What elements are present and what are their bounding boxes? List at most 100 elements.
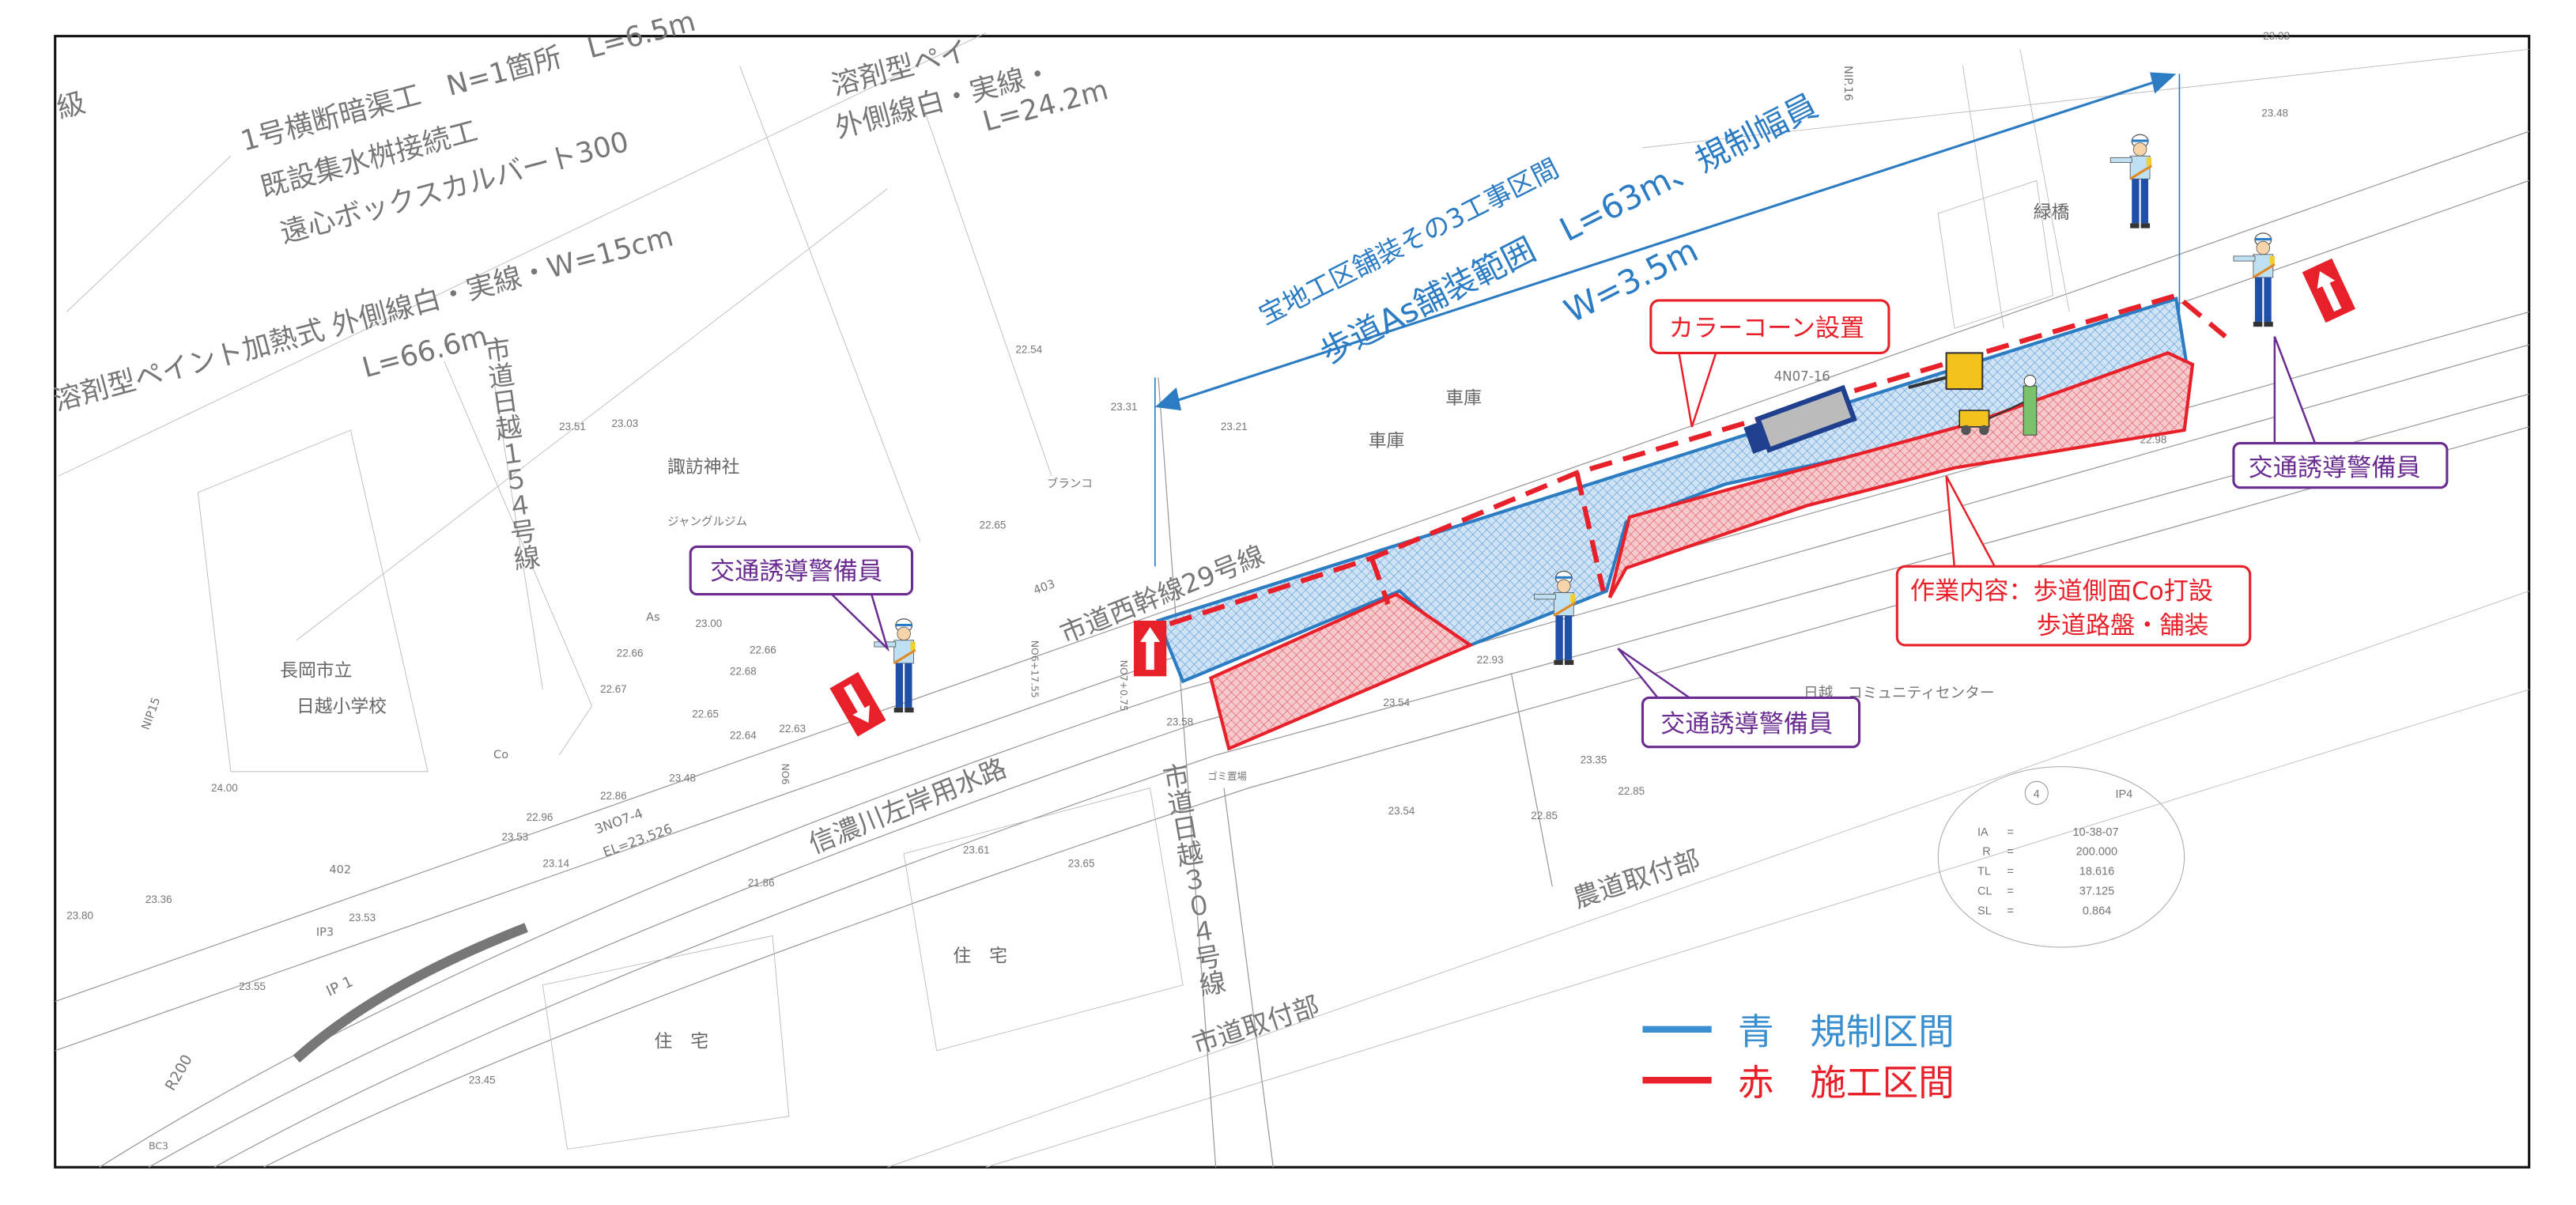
legend: 青 規制区間 赤 施工区間	[1642, 1011, 1955, 1104]
jungle-gym-label: ジャングルジム	[667, 515, 747, 528]
callout-work-line2: 歩道路盤・舗装	[2037, 611, 2209, 640]
bridge-label: 緑橋	[2034, 202, 2070, 223]
no7-label: NO7+0.75	[1118, 660, 1130, 712]
direction-sign-up-icon	[1133, 620, 1167, 677]
work-zone-red-left	[1208, 592, 1474, 751]
callout-guard-left: 交通誘導警備員	[689, 545, 914, 652]
elevation: 23.65	[1068, 857, 1095, 869]
elevation: 22.67	[600, 683, 627, 695]
curve-row: IA = 10-38-07	[1977, 826, 2119, 839]
garage-label-2: 車庫	[1369, 431, 1405, 451]
callout-work: 作業内容：歩道側面Co打設 歩道路盤・舗装	[1895, 475, 2252, 647]
curve-key: IA	[1977, 826, 1989, 839]
curve-row: R = 200.000	[1982, 846, 2117, 859]
paving-truck	[1743, 384, 1857, 454]
work-zone-red-right	[1607, 351, 2195, 599]
curve-value: 200.000	[2076, 846, 2117, 859]
curve-value: 37.125	[2079, 886, 2114, 898]
curve-number: 4	[2034, 788, 2040, 801]
elevation: 22.96	[527, 811, 553, 823]
elevation: 23.31	[1111, 401, 1138, 413]
curve-eq: =	[2007, 866, 2013, 878]
regulation-zone-blue	[1156, 297, 2192, 684]
elevation: 22.54	[1015, 343, 1042, 355]
curve-row: SL = 0.864	[1977, 905, 2111, 917]
curve-value: 0.864	[2083, 905, 2111, 917]
curve-row: CL = 37.125	[1977, 886, 2114, 898]
elevation: 23.21	[1221, 421, 1248, 433]
elevation-points: 23.51 23.03 22.54 23.31 23.21 22.65 22.6…	[66, 30, 2290, 1086]
elevation: 22.86	[600, 790, 627, 802]
elevation: 22.85	[1531, 810, 1558, 822]
school-label-2: 日越小学校	[297, 697, 387, 717]
curve-key: CL	[1977, 886, 1992, 898]
curve-value: 18.616	[2079, 866, 2114, 878]
curve-key: TL	[1977, 866, 1991, 878]
co-label: Co	[493, 749, 508, 761]
elevation: 23.14	[542, 857, 569, 869]
elevation: 23.53	[501, 831, 528, 843]
curve-value: 10-38-07	[2072, 826, 2118, 839]
curve-name: IP4	[2115, 788, 2132, 801]
elevation: 22.63	[779, 723, 806, 735]
elevation: 23.80	[66, 910, 93, 922]
elevation: 23.48	[2261, 107, 2288, 119]
legend-label-red: 赤 施工区間	[1738, 1062, 1955, 1104]
canal-curve	[293, 923, 528, 1063]
curve-key: R	[1982, 846, 1990, 859]
curve-eq: =	[2007, 826, 2013, 839]
callout-guard-right: 交通誘導警備員	[2232, 336, 2449, 489]
shrine-label: 諏訪神社	[667, 457, 739, 478]
elevation: 22.65	[692, 708, 719, 720]
elevation: 23.00	[695, 618, 722, 629]
elevation: 23.36	[145, 893, 172, 905]
elevation: 22.65	[980, 519, 1007, 531]
elevation: 23.48	[669, 772, 696, 784]
callout-guard-center-text: 交通誘導警備員	[1660, 710, 1833, 738]
elevation: 22.66	[750, 644, 776, 655]
cad-linework	[55, 32, 2529, 1168]
excavator	[1908, 352, 1984, 391]
elevation: 23.58	[1166, 716, 1193, 728]
elevation: 23.03	[612, 417, 639, 429]
bc3-label: BC3	[149, 1139, 168, 1151]
num-402-label: 402	[329, 864, 351, 877]
cone-line-dashed	[1169, 293, 2227, 626]
elevation: 23.55	[239, 980, 266, 992]
nip16-label: NIP.16	[1841, 66, 1854, 101]
elevation: 23.51	[559, 421, 586, 433]
house-label-1: 住 宅	[953, 946, 1007, 967]
elevation: 24.00	[211, 782, 238, 794]
legend-label-blue: 青 規制区間	[1738, 1011, 1955, 1053]
curve-eq: =	[2007, 886, 2013, 898]
as-label: As	[646, 611, 659, 624]
elevation: 22.93	[1477, 654, 1504, 666]
elevation: 23.35	[1581, 754, 1607, 765]
ip3-label: IP3	[316, 926, 334, 939]
curve-table: 4 IP4 IA = 10-38-07 R = 200.000 TL = 18.…	[1937, 766, 2185, 948]
elevation: 23.54	[1383, 697, 1410, 708]
curve-row: TL = 18.616	[1977, 866, 2114, 878]
elevation: 21.86	[748, 877, 775, 889]
no6-label: NO6	[780, 763, 791, 784]
elevation: 23.54	[1388, 805, 1415, 817]
elevation: 23.53	[349, 912, 376, 924]
curve-eq: =	[2007, 846, 2013, 859]
curve-eq: =	[2007, 905, 2013, 917]
garbage-label: ゴミ置場	[1207, 770, 1247, 782]
arrow-right-icon	[2150, 72, 2177, 94]
elevation: 22.64	[730, 729, 757, 741]
callout-guard-center: 交通誘導警備員	[1617, 648, 1861, 749]
callout-guard-left-text: 交通誘導警備員	[710, 557, 882, 586]
house-label-2: 住 宅	[655, 1032, 708, 1052]
elevation: 22.68	[730, 665, 757, 677]
elevation: 22.66	[617, 648, 644, 659]
callout-cones: カラーコーン設置	[1649, 299, 1890, 428]
school-label-1: 長岡市立	[280, 660, 352, 681]
elevation: 22.85	[1618, 785, 1645, 797]
callout-work-line1: 作業内容：歩道側面Co打設	[1910, 577, 2213, 606]
road-roller	[1958, 374, 2038, 436]
station-4n07-label: 4N07-16	[1774, 369, 1830, 384]
callout-cones-text: カラーコーン設置	[1669, 315, 1864, 343]
